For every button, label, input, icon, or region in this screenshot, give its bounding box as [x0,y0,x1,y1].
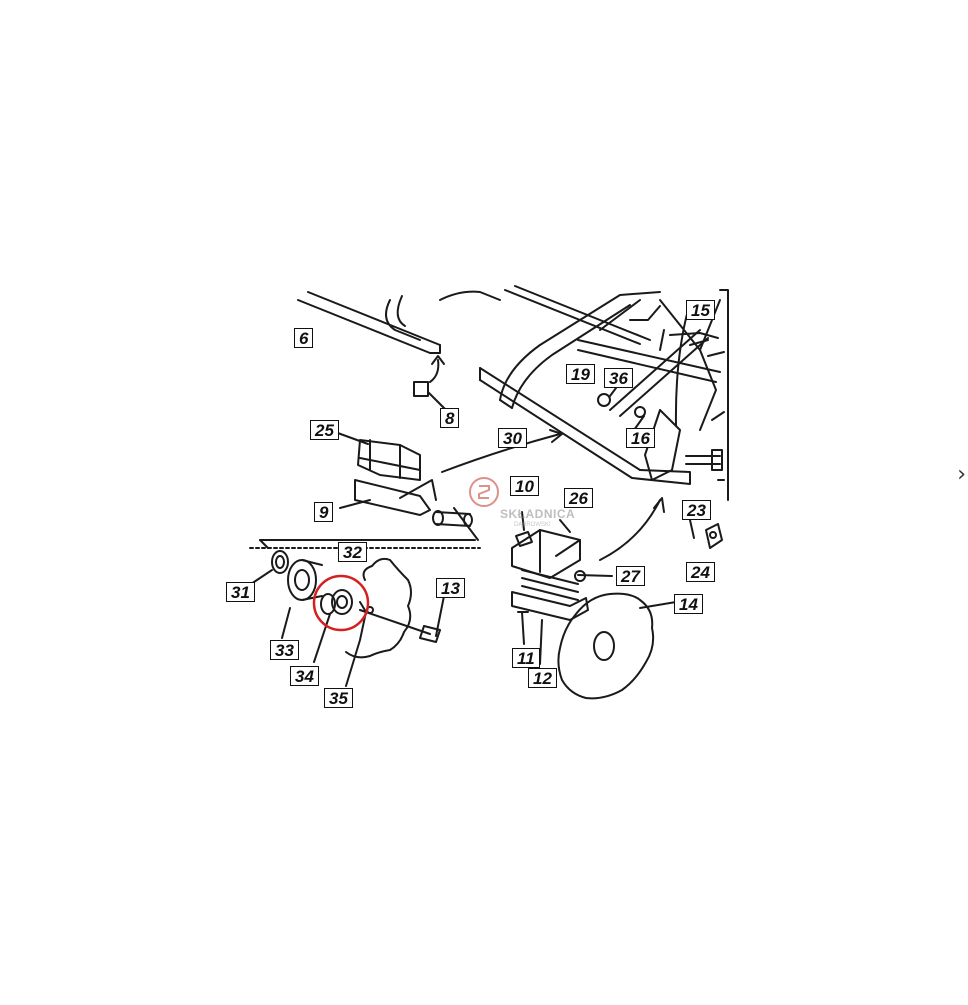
part-label-32: 32 [338,542,367,562]
frame-beams [297,285,729,501]
part-label-35: 35 [324,688,353,708]
part-label-31: 31 [226,582,255,602]
part-label-26: 26 [564,488,593,508]
part-label-36: 36 [604,368,633,388]
part-35-pin [345,601,367,687]
part-12-lower-plate [511,591,589,665]
watermark-text: SKŁADNICA [500,507,576,521]
part-34-bearing [313,589,353,663]
part-31-seal [247,550,289,587]
watermark-logo: SKŁADNICA DĄBROWSKI [468,476,575,528]
part-label-24: 24 [686,562,715,582]
notched-disc-left [345,557,412,659]
part-14-disc [557,592,677,700]
watermark-logo-icon [469,477,499,507]
part-label-34: 34 [290,666,319,686]
part-27-spring [521,569,613,601]
highlight-circle [312,574,370,632]
chevron-right-icon[interactable]: › [957,462,966,487]
part-11-bolt [517,611,529,645]
part-label-12: 12 [528,668,557,688]
part-label-9: 9 [314,502,334,522]
part-25-bracket [334,431,421,481]
part-label-30: 30 [498,428,527,448]
part-label-16: 16 [626,428,655,448]
part-label-25: 25 [310,420,339,440]
part-36-nut [597,387,617,407]
part-9-bracket-plate [339,479,479,541]
part-label-10: 10 [510,476,539,496]
part-label-8: 8 [440,408,460,428]
part-label-15: 15 [686,300,715,320]
part-label-23: 23 [682,500,711,520]
watermark-subtext: DĄBROWSKI [514,522,551,528]
part-label-11: 11 [512,648,540,668]
part-label-27: 27 [616,566,645,586]
part-16-nut [633,406,646,431]
part-13-bolt [359,595,445,643]
part-label-13: 13 [436,578,465,598]
part-23-pin [689,519,695,539]
part-label-14: 14 [674,594,703,614]
part-label-33: 33 [270,640,299,660]
part-label-6: 6 [294,328,314,348]
part-label-19: 19 [566,364,595,384]
part-26-clamp [511,519,581,579]
part-33-hub [281,559,323,639]
part-24-washer [705,523,723,549]
assembly-arrows [429,329,665,561]
